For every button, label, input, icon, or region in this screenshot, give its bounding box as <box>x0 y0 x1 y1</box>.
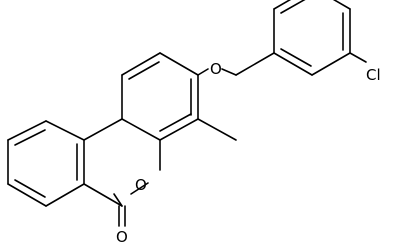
chlorine-label: Cl <box>366 66 381 84</box>
ring-oxygen-label: O <box>135 176 147 194</box>
ether-oxygen-label: O <box>210 60 222 78</box>
lactone-ring <box>83 118 161 227</box>
benzo-ring <box>7 120 85 207</box>
methyl-bond <box>197 118 237 141</box>
ether-linkage <box>197 52 275 76</box>
chlorophenyl-ring <box>273 0 367 76</box>
aryl-ring <box>121 52 199 141</box>
carbonyl-oxygen-label: O <box>116 228 128 246</box>
